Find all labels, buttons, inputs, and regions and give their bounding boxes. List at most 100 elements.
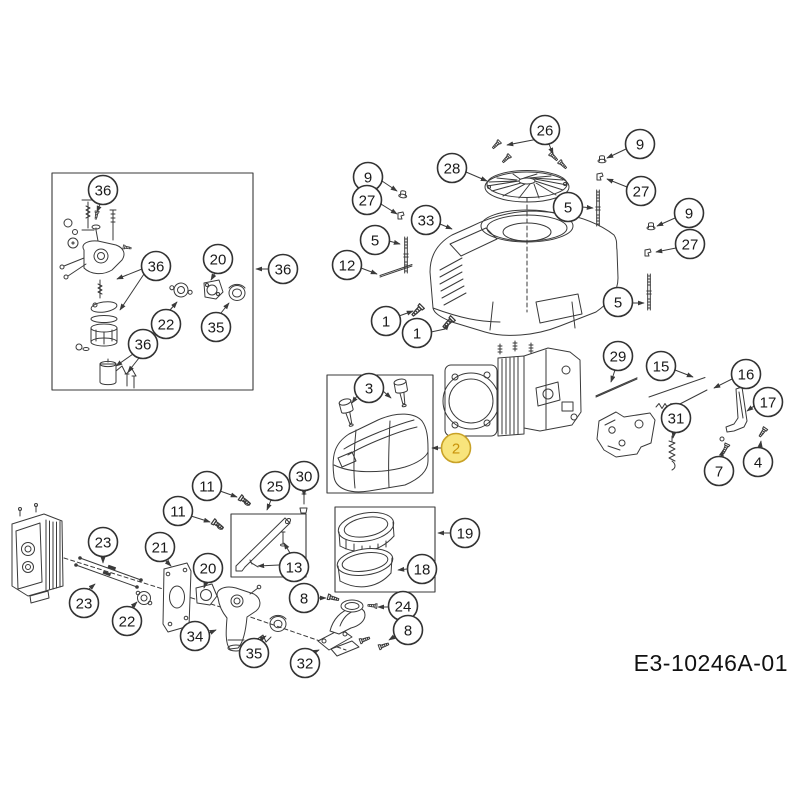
callout-3[interactable]: 3: [351, 372, 392, 404]
callout-4[interactable]: 4: [742, 440, 774, 478]
callout-36[interactable]: 36: [115, 328, 159, 373]
callout-circle[interactable]: [674, 228, 706, 260]
callout-circle[interactable]: [150, 308, 182, 340]
callout-36[interactable]: 36: [116, 250, 172, 311]
callout-circle[interactable]: [440, 432, 472, 464]
callout-11[interactable]: 11: [162, 495, 211, 527]
callout-circle[interactable]: [401, 317, 433, 349]
callout-12[interactable]: 12: [331, 249, 378, 281]
callout-7[interactable]: 7: [703, 449, 735, 487]
callout-22[interactable]: 22: [150, 301, 182, 340]
callout-26[interactable]: 26: [506, 114, 561, 155]
callout-circle[interactable]: [392, 614, 424, 646]
callout-circle[interactable]: [87, 526, 119, 558]
callout-32[interactable]: 32: [289, 647, 321, 679]
callout-17[interactable]: 17: [746, 386, 784, 418]
callout-circle[interactable]: [752, 386, 784, 418]
callout-27[interactable]: 27: [606, 175, 657, 207]
callout-9[interactable]: 9: [656, 197, 705, 229]
callout-15[interactable]: 15: [645, 350, 694, 382]
callout-circle[interactable]: [238, 637, 270, 669]
callout-29[interactable]: 29: [602, 340, 634, 383]
callout-25[interactable]: 25: [259, 470, 291, 511]
callout-2[interactable]: 2: [431, 432, 472, 464]
callout-circle[interactable]: [730, 358, 762, 390]
callout-circle[interactable]: [449, 517, 481, 549]
callout-34[interactable]: 34: [179, 620, 217, 652]
callout-circle[interactable]: [289, 647, 321, 679]
callout-circle[interactable]: [288, 582, 320, 614]
callout-circle[interactable]: [331, 249, 363, 281]
callout-circle[interactable]: [529, 114, 561, 146]
callout-circle[interactable]: [111, 605, 143, 637]
callout-8[interactable]: 8: [388, 614, 424, 646]
callout-circle[interactable]: [288, 460, 320, 492]
callout-19[interactable]: 19: [437, 517, 481, 549]
callout-circle[interactable]: [624, 128, 656, 160]
callout-circle[interactable]: [625, 175, 657, 207]
callout-circle[interactable]: [602, 340, 634, 372]
callout-circle[interactable]: [552, 191, 584, 223]
callout-circle[interactable]: [267, 253, 299, 285]
callout-33[interactable]: 33: [410, 204, 453, 236]
callout-circle[interactable]: [278, 551, 310, 583]
callout-circle[interactable]: [259, 470, 291, 502]
callout-18[interactable]: 18: [397, 553, 438, 585]
callout-35[interactable]: 35: [200, 302, 232, 343]
callout-circle[interactable]: [192, 552, 224, 584]
callout-circle[interactable]: [144, 531, 176, 563]
callout-1[interactable]: 1: [401, 317, 450, 349]
callout-31[interactable]: 31: [660, 402, 692, 439]
callout-8[interactable]: 8: [288, 582, 327, 614]
callout-13[interactable]: 13: [257, 542, 310, 583]
cylinder-head-art: [11, 503, 64, 604]
callout-circle[interactable]: [406, 553, 438, 585]
callout-circle[interactable]: [87, 174, 119, 206]
callout-5[interactable]: 5: [602, 286, 645, 318]
callout-circle[interactable]: [202, 243, 234, 275]
callout-circle[interactable]: [602, 286, 634, 318]
callout-16[interactable]: 16: [713, 358, 762, 390]
callout-circle[interactable]: [68, 587, 100, 619]
callout-circle[interactable]: [179, 620, 211, 652]
callout-circle[interactable]: [191, 470, 223, 502]
callout-circle[interactable]: [200, 311, 232, 343]
callout-number: 22: [119, 614, 136, 631]
callout-circle[interactable]: [742, 446, 774, 478]
callout-number: 29: [610, 349, 627, 366]
callout-36[interactable]: 36: [255, 253, 299, 285]
callout-20[interactable]: 20: [192, 552, 224, 589]
callout-circle[interactable]: [140, 250, 172, 282]
carburetor-art: [216, 584, 272, 652]
callout-circle[interactable]: [410, 204, 442, 236]
callout-9[interactable]: 9: [606, 128, 656, 160]
callout-36[interactable]: 36: [87, 174, 119, 213]
callout-circle[interactable]: [645, 350, 677, 382]
callout-circle[interactable]: [353, 372, 385, 404]
callout-1[interactable]: 1: [370, 305, 414, 337]
callout-circle[interactable]: [660, 402, 692, 434]
callout-5[interactable]: 5: [552, 191, 594, 223]
callout-circle[interactable]: [370, 305, 402, 337]
callout-27[interactable]: 27: [351, 184, 398, 216]
callout-number: 16: [738, 367, 755, 384]
callout-23[interactable]: 23: [68, 583, 100, 619]
callout-circle[interactable]: [673, 197, 705, 229]
callout-21[interactable]: 21: [144, 531, 176, 567]
callout-23[interactable]: 23: [87, 526, 119, 564]
callout-circle[interactable]: [351, 184, 383, 216]
callout-circle[interactable]: [703, 455, 735, 487]
callout-9[interactable]: 9: [352, 161, 398, 193]
callout-circle[interactable]: [162, 495, 194, 527]
callout-5[interactable]: 5: [359, 224, 401, 256]
callout-35[interactable]: 35: [238, 635, 270, 669]
callout-circle[interactable]: [436, 152, 468, 184]
callout-circle[interactable]: [127, 328, 159, 360]
callout-11[interactable]: 11: [191, 470, 238, 502]
callout-30[interactable]: 30: [288, 460, 320, 497]
callout-27[interactable]: 27: [655, 228, 706, 260]
callout-22[interactable]: 22: [111, 601, 143, 637]
callout-28[interactable]: 28: [436, 152, 488, 184]
callout-20[interactable]: 20: [202, 243, 234, 281]
callout-circle[interactable]: [359, 224, 391, 256]
